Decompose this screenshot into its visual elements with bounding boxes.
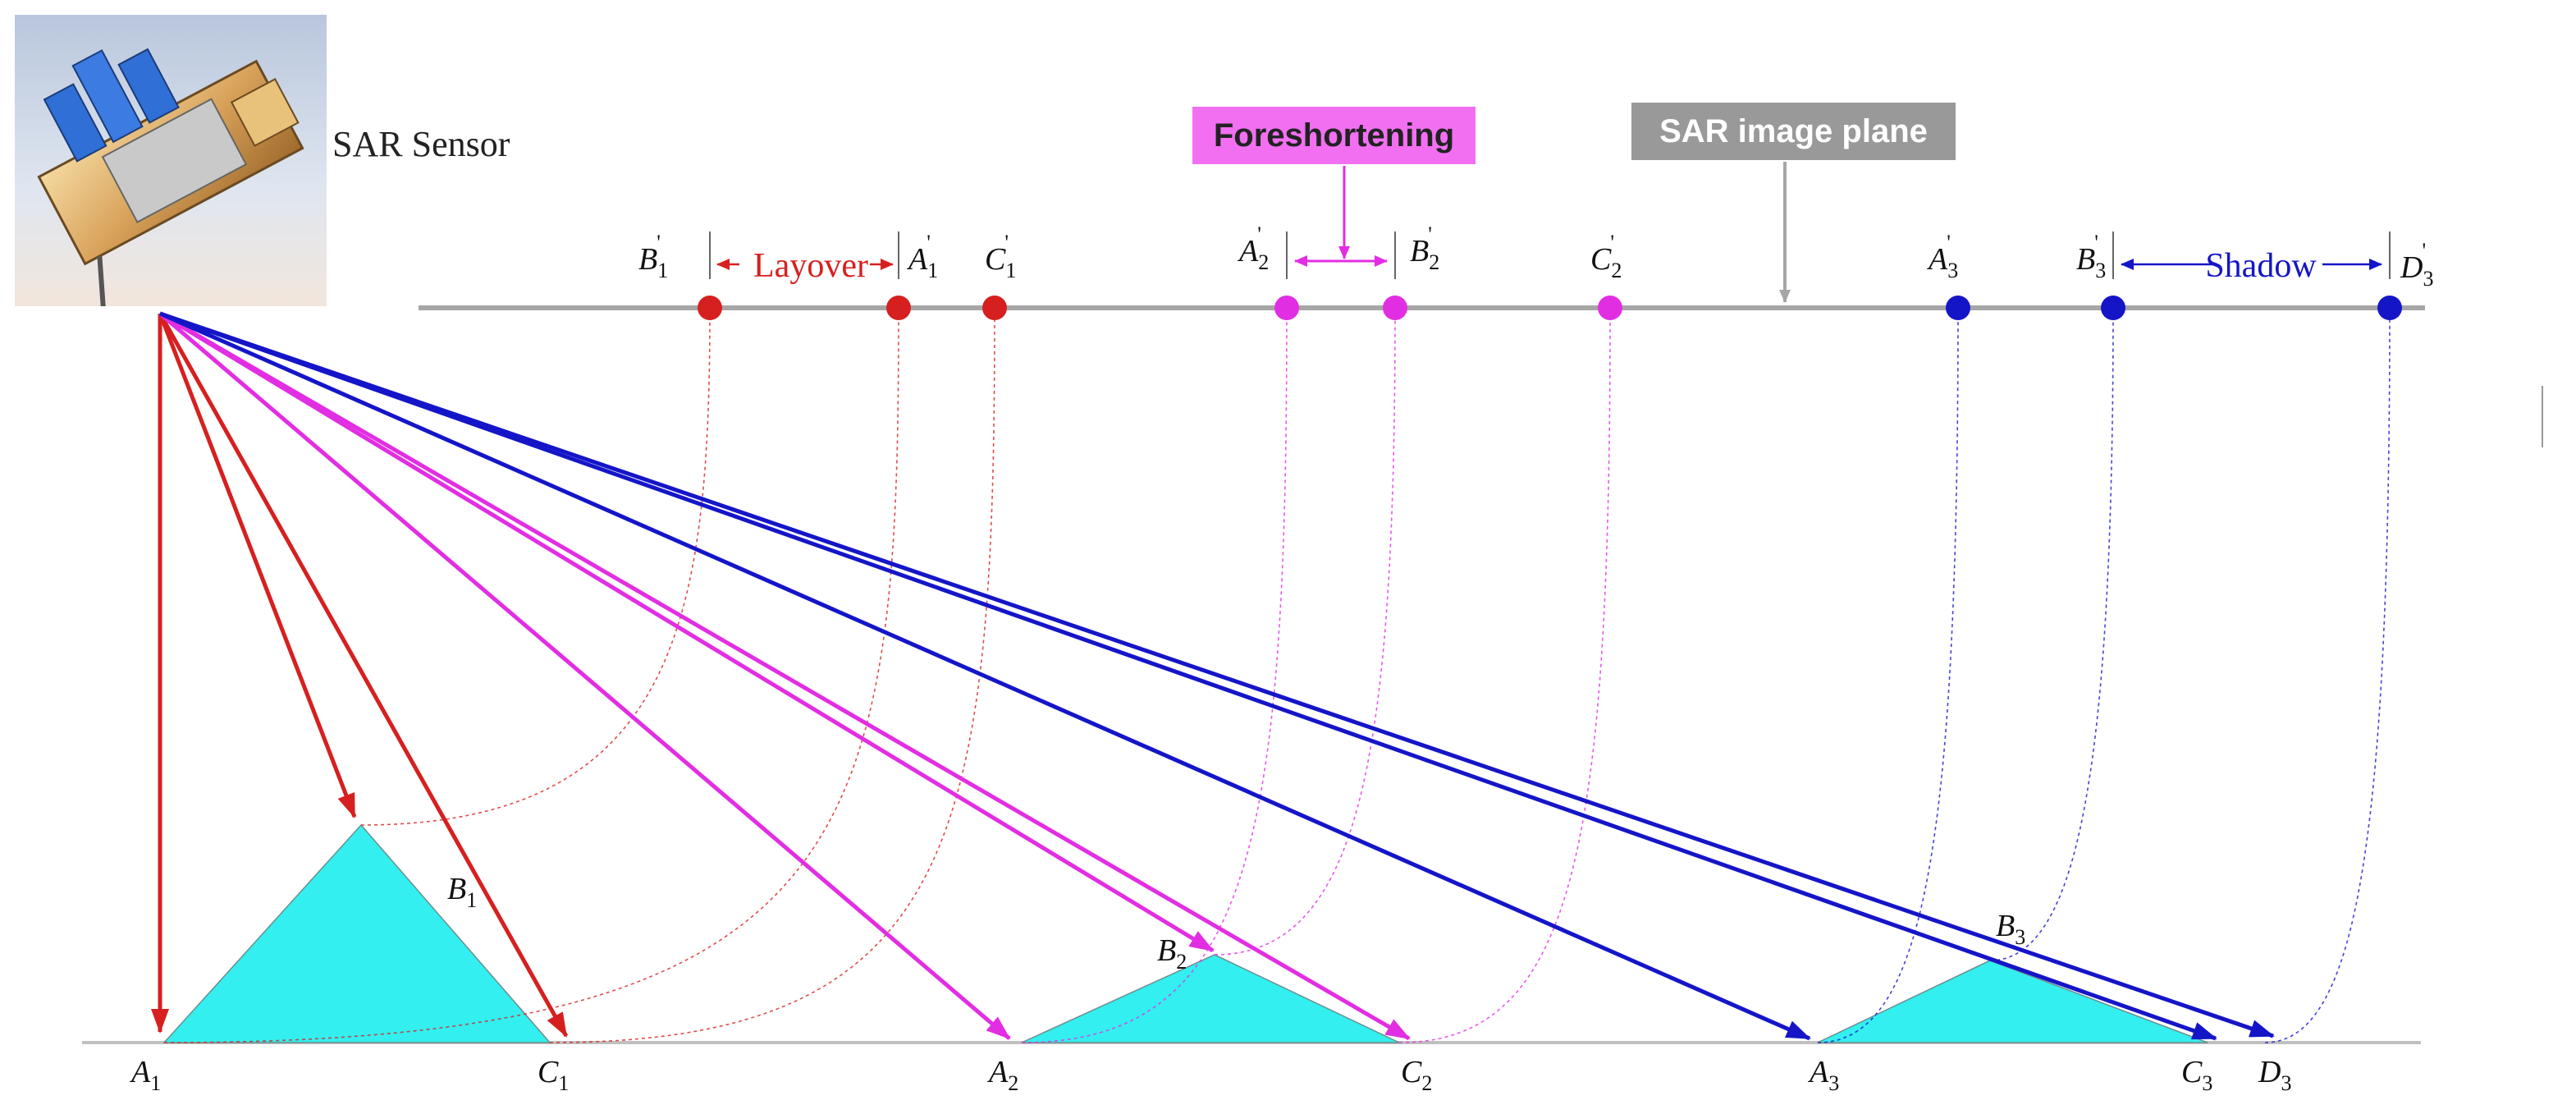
ground-point-label-2: B1 bbox=[447, 872, 477, 912]
image-point-dot-6 bbox=[1598, 296, 1622, 320]
range-arc-4 bbox=[1021, 307, 1288, 1043]
image-point-dot-9 bbox=[2377, 296, 2402, 320]
image-point-dot-7 bbox=[1946, 296, 1970, 320]
image-point-label-2: A1' bbox=[906, 231, 938, 282]
satellite-image bbox=[15, 15, 327, 306]
range-arc-6 bbox=[1398, 307, 1611, 1043]
image-point-dot-1 bbox=[698, 296, 722, 320]
ground-point-label-10: D3 bbox=[2258, 1055, 2291, 1095]
sensor-ray-3 bbox=[158, 312, 569, 1038]
image-point-label-6: C2' bbox=[1590, 231, 1622, 282]
ground-point-label-9: C3 bbox=[2181, 1055, 2212, 1095]
sensor-ray-2 bbox=[158, 313, 357, 818]
image-point-dot-2 bbox=[886, 296, 911, 320]
range-arc-5 bbox=[1214, 307, 1396, 956]
image-point-label-4: A2' bbox=[1237, 222, 1269, 274]
terrain-triangle-1 bbox=[162, 823, 551, 1043]
image-point-label-3: C1' bbox=[985, 231, 1016, 282]
sensor-ray-8 bbox=[159, 311, 2217, 1041]
range-arc-7 bbox=[1817, 307, 1959, 1043]
image-point-label-5: B2' bbox=[1410, 222, 1439, 274]
image-plane-label: SAR image plane bbox=[1631, 103, 1956, 160]
image-point-label-9: D3' bbox=[2400, 239, 2433, 291]
image-point-label-8: B3' bbox=[2076, 231, 2106, 282]
image-point-label-7: A3' bbox=[1926, 231, 1958, 282]
terrain-triangle-3 bbox=[1817, 960, 2208, 1043]
sensor-ray-4 bbox=[158, 312, 1011, 1040]
sensor-ray-9 bbox=[159, 311, 2275, 1038]
image-point-dot-3 bbox=[982, 296, 1007, 320]
image-point-dot-5 bbox=[1383, 296, 1407, 320]
layover-label: Layover bbox=[753, 247, 868, 285]
ground-point-label-6: C2 bbox=[1401, 1055, 1432, 1095]
image-point-dot-4 bbox=[1274, 296, 1299, 320]
range-arc-1 bbox=[360, 307, 711, 826]
ground-point-label-3: C1 bbox=[538, 1055, 569, 1095]
ground-point-label-7: A3 bbox=[1807, 1055, 1839, 1095]
ground-point-label-5: B2 bbox=[1157, 933, 1187, 974]
sar-sensor-label: SAR Sensor bbox=[332, 124, 510, 164]
shadow-label: Shadow bbox=[2205, 247, 2317, 285]
ground-point-label-1: A1 bbox=[129, 1055, 161, 1095]
terrain-triangle-2 bbox=[1021, 954, 1400, 1043]
range-arc-9 bbox=[2264, 307, 2391, 1043]
ground-point-label-8: B3 bbox=[1996, 909, 2025, 949]
image-point-label-1: B1' bbox=[638, 231, 668, 282]
sensor-ray-5 bbox=[158, 311, 1215, 953]
image-point-dot-8 bbox=[2101, 296, 2125, 320]
range-arc-8 bbox=[1989, 307, 2114, 961]
range-arc-3 bbox=[549, 307, 995, 1043]
sensor-ray-7 bbox=[158, 311, 1811, 1041]
sensor-ray-6 bbox=[158, 311, 1411, 1041]
range-arc-2 bbox=[163, 307, 899, 1043]
foreshortening-label: Foreshortening bbox=[1192, 107, 1476, 164]
ground-point-label-4: A2 bbox=[986, 1055, 1018, 1095]
